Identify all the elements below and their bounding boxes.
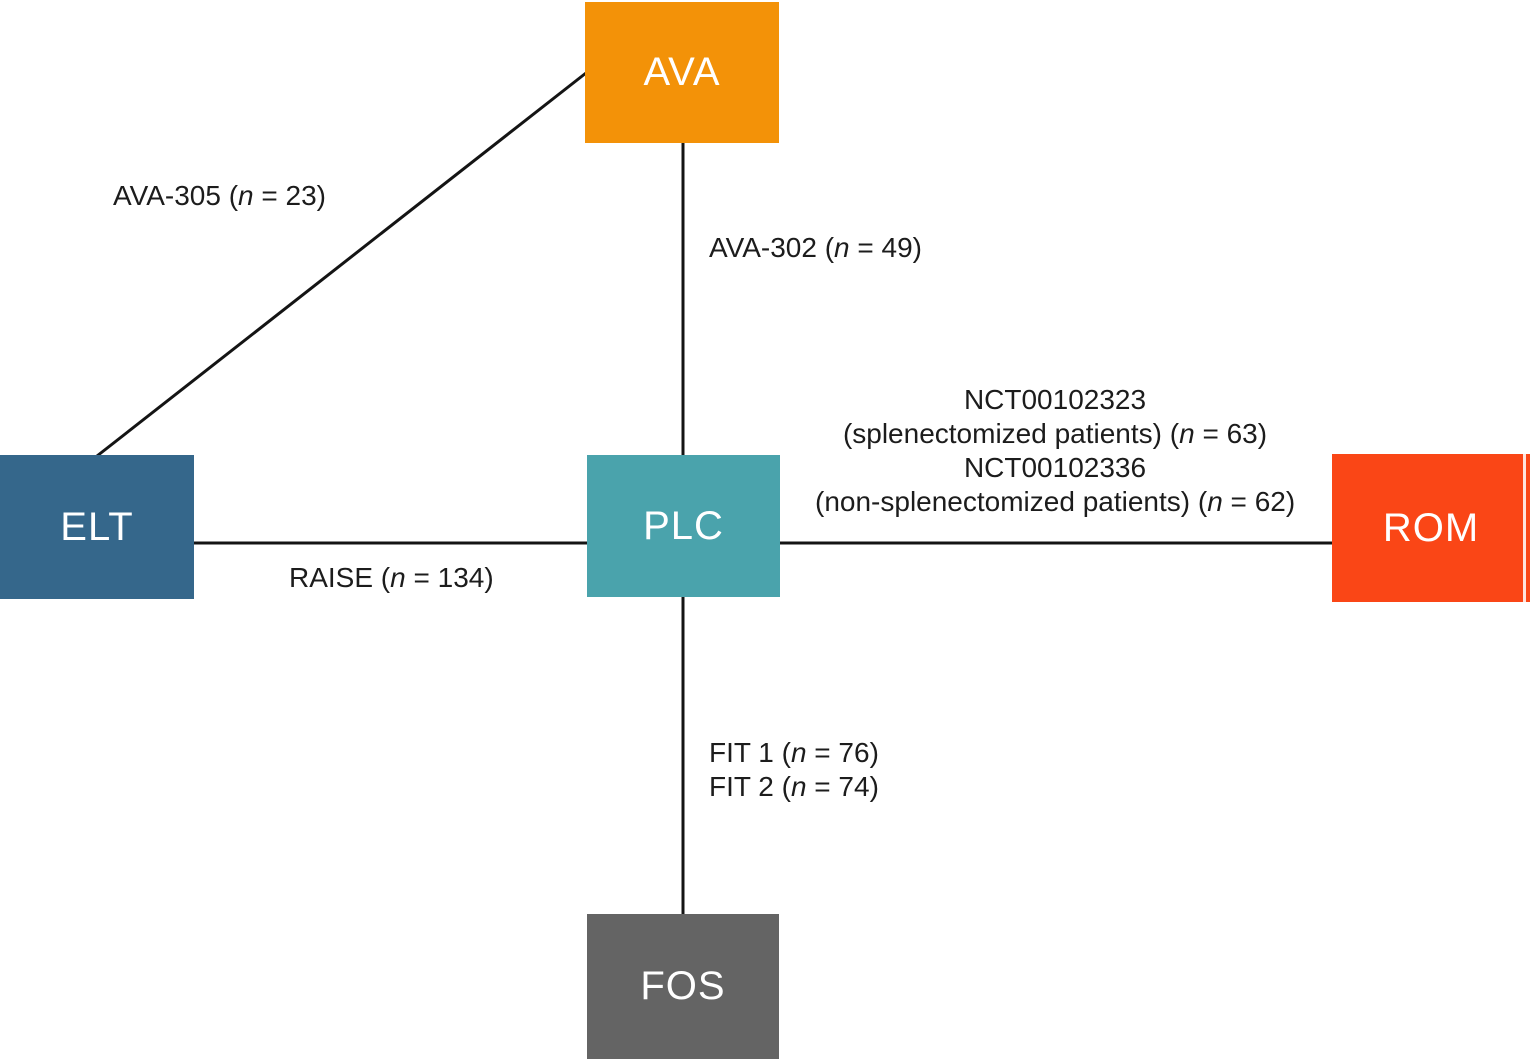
trial-line: (splenectomized patients) (n = 63) [815, 417, 1295, 451]
n-count-text: = 74) [806, 771, 879, 802]
n-count-text: = 134) [405, 562, 494, 593]
edge-elt-ava-line [96, 71, 587, 458]
n-count-text: = 49) [849, 232, 922, 263]
trial-name-text: FIT 1 ( [709, 737, 791, 768]
trial-name-text: RAISE ( [289, 562, 391, 593]
node-fos: FOS [587, 914, 779, 1059]
edge-label-plc-rom: NCT00102323 (splenectomized patients) (n… [815, 383, 1295, 519]
n-symbol: n [1179, 418, 1195, 449]
n-symbol: n [790, 771, 807, 802]
trial-line: (non-splenectomized patients) (n = 62) [815, 485, 1295, 519]
trial-line: FIT 1 (n = 76) [709, 736, 879, 770]
n-symbol: n [834, 232, 850, 263]
trial-line: FIT 2 (n = 74) [709, 770, 879, 804]
trial-name-text: (non-splenectomized patients) ( [815, 486, 1208, 517]
n-symbol: n [1207, 486, 1223, 517]
node-rom-label: ROM [1382, 505, 1480, 550]
node-ava-label: AVA [643, 50, 721, 94]
n-symbol: n [790, 737, 807, 768]
node-plc-label: PLC [643, 503, 724, 548]
trial-name-text: FIT 2 ( [709, 771, 791, 802]
edge-label-elt-ava: AVA-305 (n = 23) [113, 179, 326, 213]
n-symbol: n [390, 562, 406, 593]
trial-name-text: AVA-305 ( [113, 180, 239, 211]
node-fos-label: FOS [640, 964, 726, 1008]
rom-right-edge-artifact [1523, 454, 1526, 602]
node-ava: AVA [585, 2, 779, 143]
trial-line: NCT00102336 [815, 451, 1295, 485]
trial-name-text: NCT00102323 [963, 384, 1147, 415]
trial-name-text: (splenectomized patients) ( [842, 418, 1180, 449]
n-count-text: = 63) [1194, 418, 1268, 449]
node-rom: ROM [1332, 454, 1530, 602]
node-elt-label: ELT [60, 504, 134, 549]
edge-label-elt-plc: RAISE (n = 134) [289, 561, 494, 595]
trial-name-text: NCT00102336 [963, 452, 1147, 483]
n-symbol: n [238, 180, 254, 211]
node-plc: PLC [587, 455, 780, 597]
trial-line: NCT00102323 [815, 383, 1295, 417]
n-count-text: = 23) [253, 180, 326, 211]
edge-label-plc-fos: FIT 1 (n = 76) FIT 2 (n = 74) [709, 736, 879, 804]
node-elt: ELT [0, 455, 194, 599]
trial-name-text: AVA-302 ( [709, 232, 835, 263]
n-count-text: = 76) [806, 737, 879, 768]
edge-label-ava-plc: AVA-302 (n = 49) [709, 231, 922, 265]
n-count-text: = 62) [1222, 486, 1296, 517]
